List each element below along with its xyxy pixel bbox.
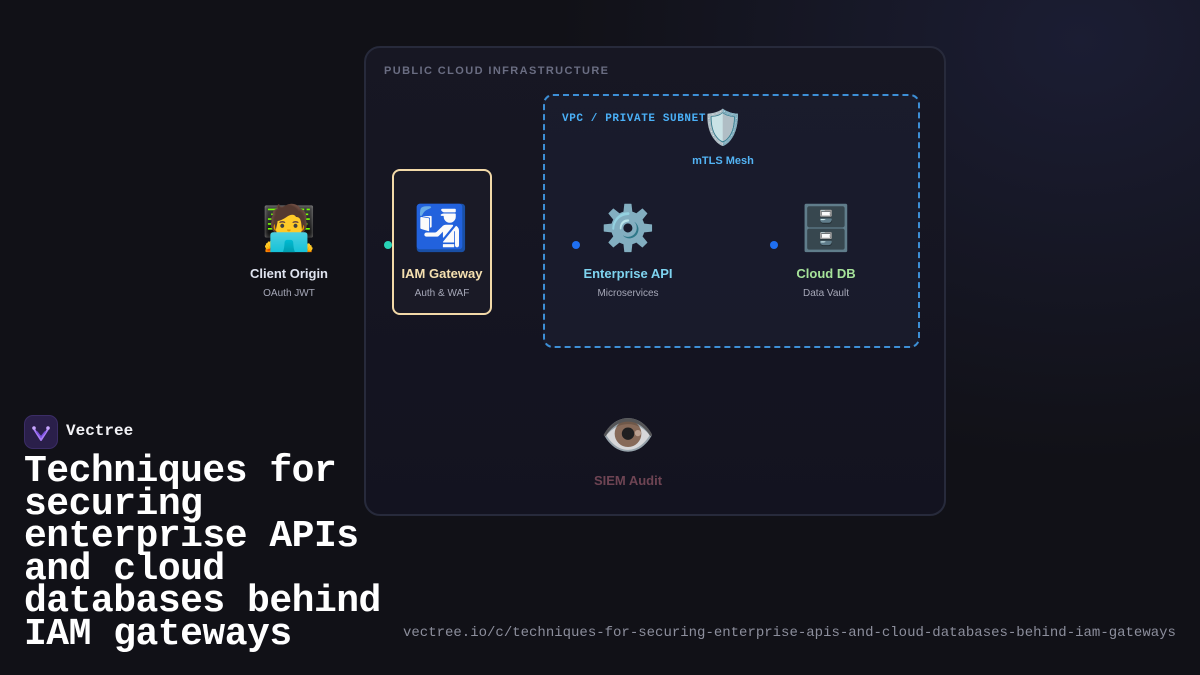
db-connector-dot	[770, 241, 778, 249]
eye-icon: 👁️	[600, 411, 656, 460]
cloud-boundary-title: PUBLIC CLOUD INFRASTRUCTURE	[384, 65, 610, 77]
client-connector-dot	[384, 241, 392, 249]
brand-name: Vectree	[66, 422, 134, 440]
gateway-sublabel: Auth & WAF	[414, 288, 470, 299]
db-label: Cloud DB	[796, 266, 856, 281]
passport-control-icon: 🛂	[413, 204, 469, 253]
vpc-boundary-title: VPC / PRIVATE SUBNET	[562, 113, 707, 125]
vpc-boundary	[543, 94, 920, 348]
mtls-label: mTLS Mesh	[692, 155, 754, 167]
brand-logo	[24, 415, 58, 449]
file-cabinet-icon: 🗄️	[798, 204, 854, 253]
page-url[interactable]: vectree.io/c/techniques-for-securing-ent…	[403, 625, 1176, 641]
person-at-laptop-icon: 🧑‍💻	[261, 204, 317, 253]
gear-icon: ⚙️	[600, 204, 656, 253]
api-sublabel: Microservices	[597, 288, 659, 299]
shield-icon: 🛡️	[701, 109, 745, 147]
client-sublabel: OAuth JWT	[263, 288, 315, 299]
client-label: Client Origin	[250, 266, 328, 281]
api-connector-dot	[572, 241, 580, 249]
gateway-card	[392, 169, 492, 315]
siem-label: SIEM Audit	[593, 473, 663, 488]
api-label: Enterprise API	[583, 266, 673, 281]
page-headline: Techniques for securing enterprise APIs …	[24, 450, 381, 656]
gateway-label: IAM Gateway	[401, 266, 483, 281]
db-sublabel: Data Vault	[803, 288, 849, 299]
vectree-logo-icon	[32, 426, 50, 441]
